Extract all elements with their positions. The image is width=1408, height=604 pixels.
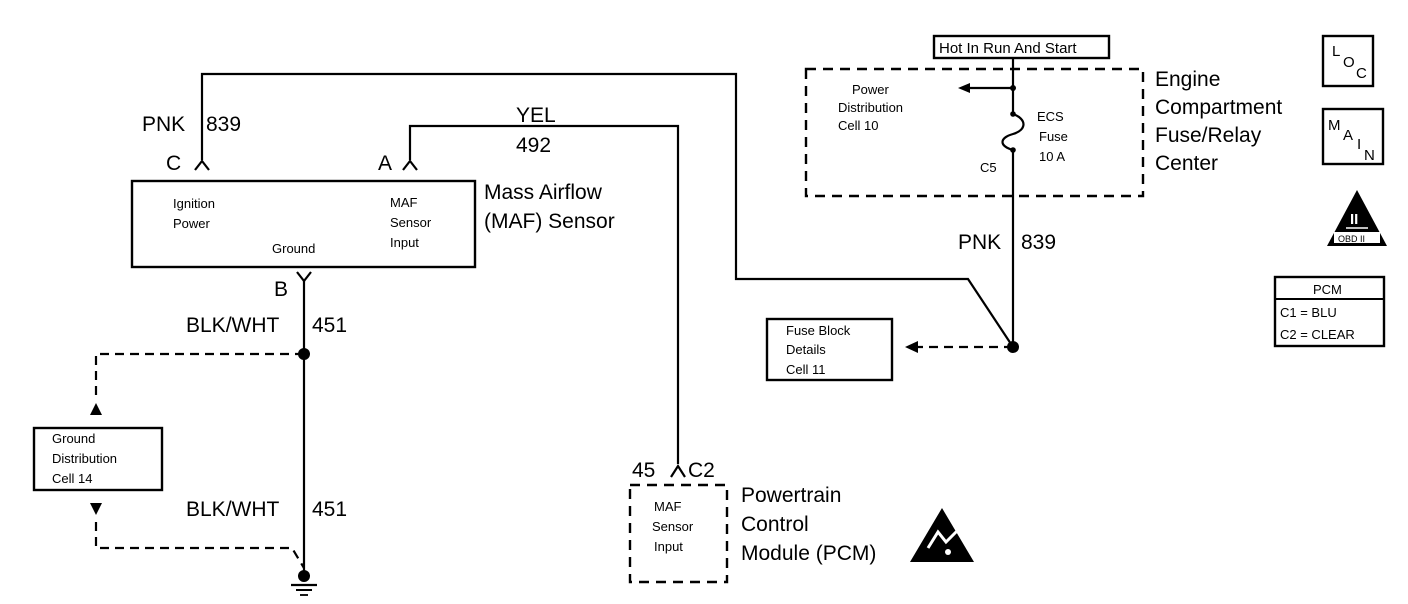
fuse-block-ref-box: [765, 317, 894, 382]
maf-input-line1: MAF: [390, 195, 418, 210]
ground-ref-dashed-bottom: [94, 522, 305, 569]
fuse-block-line3: Cell 11: [786, 362, 826, 377]
esd-warning-icon: [910, 508, 974, 562]
pcm-legend-title: PCM: [1313, 282, 1342, 297]
main-letter-a: A: [1343, 127, 1353, 144]
maf-pin-b-connector-icon: [296, 271, 312, 283]
loc-letter-l: L: [1332, 43, 1340, 60]
pnk-circuit-left: 839: [206, 113, 241, 136]
power-distribution-arrow-icon: [958, 83, 970, 93]
maf-name-line2: (MAF) Sensor: [484, 210, 615, 233]
maf-name-line1: Mass Airflow: [484, 181, 603, 204]
pcm-name-line2: Control: [741, 513, 809, 536]
yel-circuit: 492: [516, 134, 551, 157]
fuse-center-name-line2: Compartment: [1155, 96, 1282, 119]
loc-letter-c: C: [1356, 65, 1367, 82]
pnk-wire-to-maf: [200, 72, 1014, 348]
ground-ref-line2: Distribution: [52, 451, 117, 466]
pcm-input-line3: Input: [654, 539, 683, 554]
maf-pin-c-connector-icon: [194, 159, 210, 171]
pcm-outline: [628, 483, 729, 584]
obd-ii-icon: II OBD II: [1327, 190, 1387, 246]
maf-pin-b: B: [274, 278, 288, 301]
fuse-center-name-line3: Fuse/Relay: [1155, 124, 1262, 147]
pcm-name-line1: Powertrain: [741, 484, 841, 507]
mode-label-box: [932, 34, 1111, 60]
maf-pin-a-connector-icon: [402, 159, 418, 171]
main-letter-n: N: [1364, 147, 1375, 164]
maf-input-line2: Sensor: [390, 215, 432, 230]
ground-ref-arrow-down-icon: [90, 503, 102, 515]
maf-sensor-box: [130, 179, 477, 269]
power-dist-line3: Cell 10: [838, 118, 878, 133]
blkwht-color-bottom: BLK/WHT: [186, 498, 280, 521]
pcm-pin-connector-icon: [670, 463, 686, 478]
yel-color: YEL: [516, 104, 556, 127]
pnk-circuit-right: 839: [1021, 231, 1056, 254]
fuse-block-arrow-icon: [905, 341, 918, 353]
main-legend-icon: M A I N: [1321, 107, 1385, 166]
fuse-line1: ECS: [1037, 109, 1064, 124]
fuse-block-line1: Fuse Block: [786, 323, 851, 338]
fuse-center-name-line1: Engine: [1155, 68, 1220, 91]
blkwht-circuit-bottom: 451: [312, 498, 347, 521]
ground-ref-dashed-top: [94, 352, 304, 398]
loc-letter-o: O: [1343, 54, 1355, 71]
pcm-legend-c2: C2 = CLEAR: [1280, 327, 1355, 342]
pcm-connector: C2: [688, 459, 715, 482]
pcm-legend-c1: C1 = BLU: [1280, 305, 1337, 320]
pcm-input-line2: Sensor: [652, 519, 694, 534]
pcm-input-line1: MAF: [654, 499, 682, 514]
maf-ground-label: Ground: [272, 241, 315, 256]
maf-ignition-line1: Ignition: [173, 196, 215, 211]
maf-ignition-line2: Power: [173, 216, 211, 231]
yel-wire: [408, 124, 680, 464]
fuse-icon: [1001, 112, 1025, 152]
ground-ref-line1: Ground: [52, 431, 95, 446]
obd-roman: II: [1350, 211, 1358, 228]
pcm-name-line3: Module (PCM): [741, 542, 876, 565]
fuse-center-connector: C5: [980, 160, 997, 175]
ground-icon: [291, 570, 317, 596]
fuse-line2: Fuse: [1039, 129, 1068, 144]
fuse-relay-center-outline: [804, 67, 1145, 198]
pnk-color-left: PNK: [142, 113, 185, 136]
power-dist-line1: Power: [852, 82, 890, 97]
ground-ref-arrow-up-icon: [90, 403, 102, 415]
fuse-center-name-line4: Center: [1155, 152, 1218, 175]
obd-label: OBD II: [1338, 234, 1365, 244]
main-letter-i: I: [1357, 136, 1361, 153]
pcm-pin-number: 45: [632, 459, 655, 482]
blkwht-circuit-top: 451: [312, 314, 347, 337]
power-dist-line2: Distribution: [838, 100, 903, 115]
mode-label: Hot In Run And Start: [939, 40, 1077, 57]
maf-pin-a: A: [378, 152, 392, 175]
ground-ref-box: [32, 426, 164, 492]
loc-legend-icon: L O C: [1321, 34, 1375, 88]
pnk-color-right: PNK: [958, 231, 1001, 254]
fuse-block-line2: Details: [786, 342, 826, 357]
maf-input-line3: Input: [390, 235, 419, 250]
fuse-line3: 10 A: [1039, 149, 1065, 164]
main-letter-m: M: [1328, 117, 1341, 134]
blkwht-color-top: BLK/WHT: [186, 314, 280, 337]
ground-ref-line3: Cell 14: [52, 471, 92, 486]
pcm-connector-legend: PCM C1 = BLU C2 = CLEAR: [1273, 275, 1386, 348]
maf-pin-c: C: [166, 152, 181, 175]
